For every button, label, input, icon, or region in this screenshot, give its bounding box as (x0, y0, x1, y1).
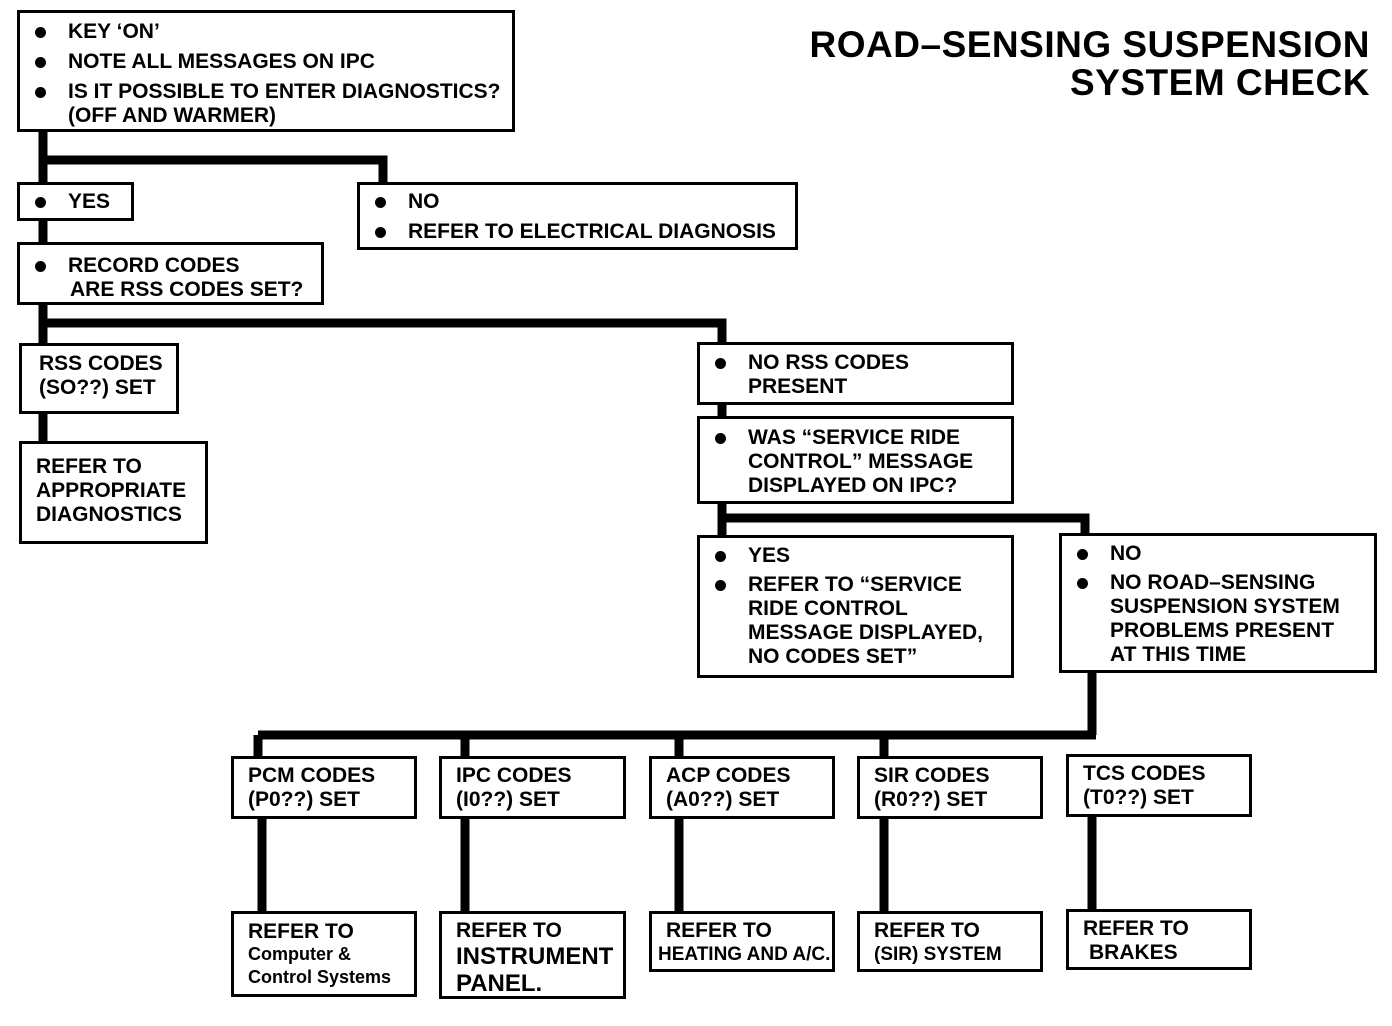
refer-instrument-line-2: INSTRUMENT (456, 943, 614, 970)
yes-service-ride-refer-line-2: RIDE CONTROL (748, 597, 908, 620)
refer-appropriate-diagnostics-box: REFER TO APPROPRIATE DIAGNOSTICS (19, 441, 208, 544)
refer-brakes-line-2: BRAKES (1089, 941, 1178, 964)
tcs-codes-line-2: (T0??) SET (1083, 786, 1194, 809)
refer-diag-line-3: DIAGNOSTICS (36, 503, 182, 526)
ipc-codes-box: IPC CODES (I0??) SET (439, 756, 626, 819)
service-ride-question-line-2: CONTROL” MESSAGE (748, 450, 974, 473)
pcm-codes-line-2: (P0??) SET (248, 788, 361, 811)
rss-codes-set-box: RSS CODES (SO??) SET (19, 343, 179, 414)
refer-computer-control-box: REFER TO Computer & Control Systems (231, 911, 417, 997)
no-service-ride-item: NO (1062, 542, 1374, 566)
refer-computer-line-3: Control Systems (248, 967, 392, 987)
pcm-codes-box: PCM CODES (P0??) SET (231, 756, 417, 819)
title-line-2: SYSTEM CHECK (1070, 62, 1370, 103)
refer-diag-line-2: APPROPRIATE (36, 479, 187, 502)
service-ride-question-line-1: WAS “SERVICE RIDE (700, 426, 1011, 450)
refer-heating-line-2: HEATING AND A/C. (658, 944, 831, 965)
yes-service-ride-refer-line-4: NO CODES SET” (748, 645, 918, 668)
rss-codes-set-line-2: (SO??) SET (39, 376, 156, 399)
tcs-codes-box: TCS CODES (T0??) SET (1066, 754, 1252, 817)
no-service-ride-line-2: SUSPENSION SYSTEM (1110, 595, 1340, 618)
no-rss-codes-present: PRESENT (748, 375, 848, 398)
refer-computer-line-2: Computer & (248, 944, 351, 964)
pcm-codes-line-1: PCM CODES (248, 764, 376, 787)
no-box: NO REFER TO ELECTRICAL DIAGNOSIS (357, 182, 798, 250)
refer-sir-line-1: REFER TO (874, 919, 980, 942)
ipc-codes-line-2: (I0??) SET (456, 788, 560, 811)
connector-record-to-branches (38, 304, 727, 345)
start-box: KEY ‘ON’ NOTE ALL MESSAGES ON IPC IS IT … (17, 10, 515, 132)
yes-service-ride-refer-line-3: MESSAGE DISPLAYED, (748, 621, 983, 644)
refer-sir-line-2: (SIR) SYSTEM (874, 944, 1002, 965)
refer-heating-line-1: REFER TO (666, 919, 772, 942)
tcs-codes-line-1: TCS CODES (1083, 762, 1206, 785)
yes-item: YES (20, 190, 131, 214)
no-rss-codes-box: NO RSS CODES PRESENT (697, 342, 1014, 405)
refer-brakes-box: REFER TO BRAKES (1066, 909, 1252, 970)
service-ride-question-line-3: DISPLAYED ON IPC? (748, 474, 958, 497)
yes-service-ride-box: YES REFER TO “SERVICE RIDE CONTROL MESSA… (697, 535, 1014, 678)
refer-instrument-line-3: PANEL. (456, 970, 543, 997)
start-item-note-messages: NOTE ALL MESSAGES ON IPC (20, 50, 512, 74)
yes-box: YES (17, 182, 134, 221)
acp-codes-box: ACP CODES (A0??) SET (649, 756, 835, 819)
no-service-ride-box: NO NO ROAD–SENSING SUSPENSION SYSTEM PRO… (1059, 533, 1377, 673)
start-item-enter-diagnostics: IS IT POSSIBLE TO ENTER DIAGNOSTICS? (20, 80, 512, 104)
title-line-1: ROAD–SENSING SUSPENSION (809, 24, 1370, 65)
connector-was-to-yes-no (717, 502, 1090, 537)
acp-codes-line-1: ACP CODES (666, 764, 791, 787)
connector-no-to-codes (253, 672, 1097, 758)
start-item-enter-diagnostics-cont: (OFF AND WARMER) (68, 104, 277, 127)
record-codes-item: RECORD CODES (20, 254, 321, 278)
connector-start-to-yes-no (38, 131, 388, 184)
acp-codes-line-2: (A0??) SET (666, 788, 780, 811)
no-item: NO (360, 190, 795, 214)
no-service-ride-line-3: PROBLEMS PRESENT (1110, 619, 1335, 642)
refer-heating-ac-box: REFER TO HEATING AND A/C. (649, 911, 835, 972)
refer-diag-line-1: REFER TO (36, 455, 142, 478)
diagram-title: ROAD–SENSING SUSPENSION SYSTEM CHECK (810, 26, 1370, 102)
refer-brakes-line-1: REFER TO (1083, 917, 1189, 940)
sir-codes-line-1: SIR CODES (874, 764, 990, 787)
record-codes-question: ARE RSS CODES SET? (70, 278, 304, 301)
yes-service-ride-refer: REFER TO “SERVICE (700, 573, 1011, 597)
no-item-refer-electrical: REFER TO ELECTRICAL DIAGNOSIS (360, 220, 795, 244)
no-rss-codes-item: NO RSS CODES (700, 351, 1011, 375)
sir-codes-line-2: (R0??) SET (874, 788, 988, 811)
refer-instrument-panel-box: REFER TO INSTRUMENT PANEL. (439, 911, 626, 999)
refer-computer-line-1: REFER TO (248, 920, 354, 943)
refer-sir-system-box: REFER TO (SIR) SYSTEM (857, 911, 1043, 972)
service-ride-control-question-box: WAS “SERVICE RIDE CONTROL” MESSAGE DISPL… (697, 416, 1014, 504)
refer-instrument-line-1: REFER TO (456, 919, 562, 942)
ipc-codes-line-1: IPC CODES (456, 764, 572, 787)
no-service-ride-line-4: AT THIS TIME (1110, 643, 1247, 666)
no-service-ride-no-problems: NO ROAD–SENSING (1062, 571, 1374, 595)
rss-codes-set-line-1: RSS CODES (39, 352, 163, 375)
start-item-key-on: KEY ‘ON’ (20, 20, 512, 44)
sir-codes-box: SIR CODES (R0??) SET (857, 756, 1043, 819)
record-codes-box: RECORD CODES ARE RSS CODES SET? (17, 242, 324, 305)
yes-service-ride-item: YES (700, 544, 1011, 568)
